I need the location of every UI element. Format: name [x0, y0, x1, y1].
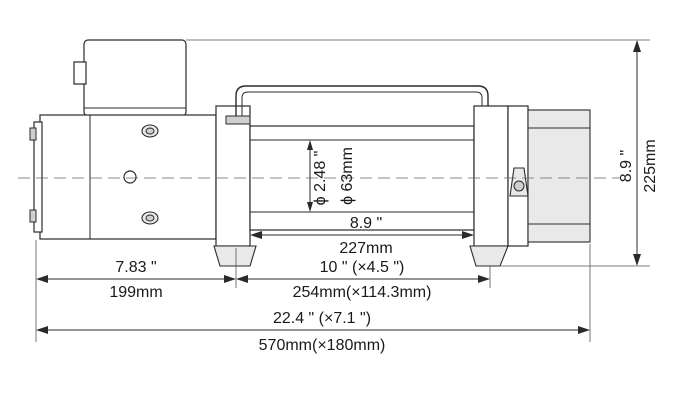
height-dimension: 8.9 " 225mm: [186, 39, 659, 267]
tie-rod-dimension: 10 " (×4.5 ") 254mm(×114.3mm): [236, 259, 491, 301]
gear-housing-body: [527, 109, 591, 243]
right-foot: [469, 245, 509, 267]
overall-length-mm-label: 570mm(×180mm): [259, 337, 386, 354]
motor-length-dimension: 7.83 " 199mm: [35, 240, 237, 342]
tie-rod-mm-label: 254mm(×114.3mm): [293, 284, 432, 301]
drum-diameter-dimension: ϕ 2.48 " ϕ 63mm: [307, 140, 356, 212]
height-mm-label: 225mm: [642, 139, 659, 192]
motor-end-cap: [33, 121, 43, 233]
drum-length-inch-label: 8.9 ": [350, 215, 382, 232]
motor-length-mm-label: 199mm: [109, 284, 162, 301]
tie-bar: [235, 85, 489, 118]
drum-length-dimension: 8.9 " 227mm: [250, 215, 474, 257]
right-drum-support: [473, 105, 509, 247]
overall-length-dimension: 22.4 " (×7.1 ") 570mm(×180mm): [36, 244, 591, 354]
drum-diameter-mm-label: ϕ 63mm: [339, 147, 356, 205]
drum-length-mm-label: 227mm: [339, 240, 392, 257]
motor-length-inch-label: 7.83 ": [115, 259, 156, 276]
motor-center-stud: [123, 170, 137, 184]
left-drum-support: [215, 105, 251, 247]
solenoid-terminal: [73, 61, 87, 85]
tie-bar-clamp-left: [225, 115, 251, 125]
solenoid-box: [83, 39, 187, 117]
drum-diameter-inch-label: ϕ 2.48 ": [312, 151, 329, 206]
tie-rod-inch-label: 10 " (×4.5 "): [320, 259, 405, 276]
overall-length-inch-label: 22.4 " (×7.1 "): [273, 310, 371, 327]
height-inch-label: 8.9 ": [618, 150, 635, 182]
left-foot: [213, 245, 257, 267]
